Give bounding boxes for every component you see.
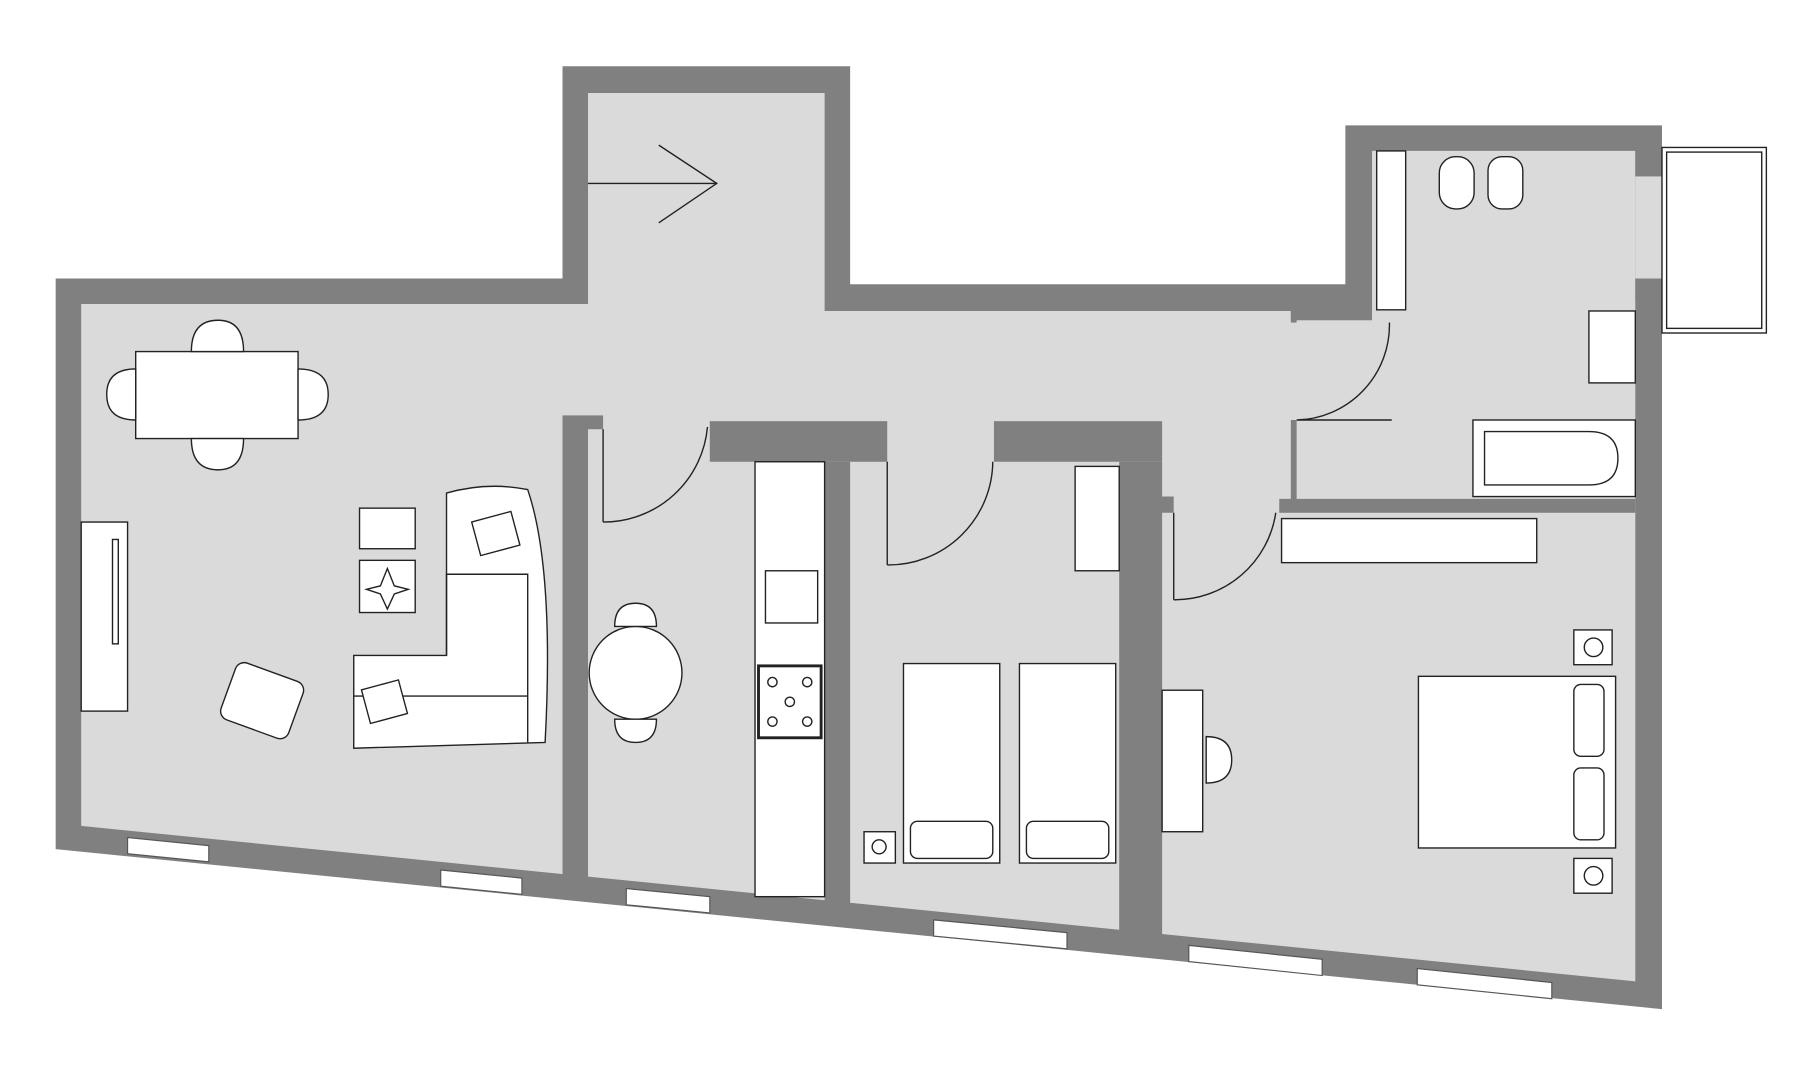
tv-cabinet (80, 521, 129, 712)
cushion (470, 510, 521, 557)
bidet (1438, 156, 1475, 210)
entry-wall-stub (562, 92, 589, 114)
toilet (1487, 156, 1524, 210)
bath-wall-stub (1635, 150, 1662, 177)
interior-wall-kitchen-top (709, 421, 888, 462)
chair (190, 437, 245, 471)
chair (106, 368, 137, 421)
entry-wall-stub (562, 255, 589, 305)
shelf (1375, 150, 1407, 311)
door-swing (602, 426, 709, 523)
chair (190, 319, 245, 353)
armchair (219, 661, 305, 740)
lamp-icon (1583, 865, 1604, 886)
bathtub-inner (1483, 430, 1619, 486)
lamp-icon (871, 839, 887, 855)
side-table (358, 507, 416, 550)
washbasin (1588, 310, 1637, 384)
door-swing (1296, 322, 1392, 421)
tv (111, 538, 119, 645)
door-swing (1173, 512, 1277, 601)
entry-arrow-icon (658, 144, 719, 224)
wardrobe (1280, 517, 1538, 564)
cushion (360, 679, 409, 725)
interior-wall-bedroom-top (993, 421, 1163, 462)
sink (764, 570, 819, 624)
window (126, 836, 210, 863)
balcony (1661, 146, 1768, 334)
window (933, 919, 1068, 950)
burners (767, 676, 813, 727)
round-table (588, 625, 683, 720)
door-swing (886, 461, 994, 566)
wardrobe (1074, 465, 1120, 572)
desk (1161, 689, 1204, 833)
lamp-icon (1583, 637, 1604, 658)
pillow (909, 820, 994, 860)
interior-wall-living (562, 415, 604, 882)
sofa (353, 485, 549, 749)
chair (613, 602, 658, 628)
window (440, 869, 523, 895)
interior-wall-bathroom-side (1290, 420, 1297, 502)
bath-wall-stub (1635, 278, 1662, 302)
pillow (1025, 820, 1110, 860)
pillow (1573, 767, 1605, 841)
plant-icon (364, 566, 411, 611)
chair (613, 718, 658, 744)
interior-wall-bathroom-top (1290, 310, 1373, 321)
balcony-inner (1665, 151, 1763, 330)
window (1416, 967, 1553, 1000)
pillow (1573, 683, 1605, 758)
bath-window-gap (1635, 176, 1662, 279)
window (1188, 944, 1323, 977)
window (625, 887, 711, 914)
interior-wall-bedroom (1119, 461, 1174, 938)
chair (1205, 735, 1233, 784)
floor-area (81, 92, 1636, 982)
dining-table (135, 350, 299, 440)
interior-wall-kitchen (824, 461, 851, 905)
chair (297, 368, 329, 421)
interior-wall-bathroom-bottom (1279, 498, 1636, 513)
